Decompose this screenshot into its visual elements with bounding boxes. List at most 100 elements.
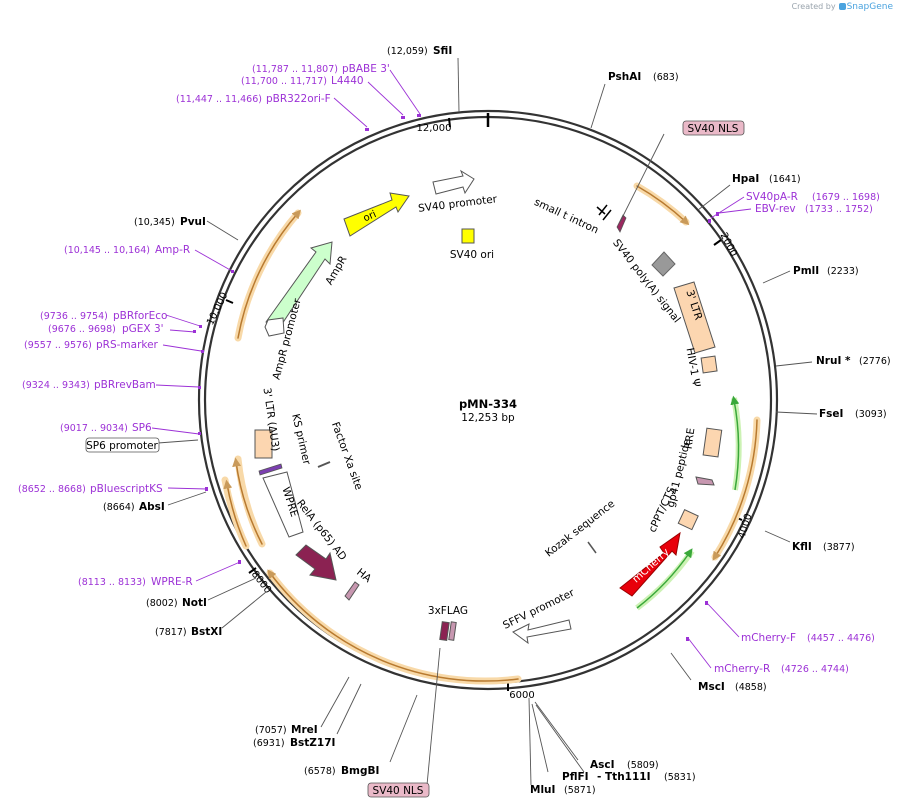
primer-name[interactable]: L4440 bbox=[331, 75, 364, 87]
boxed-labels: SV40 NLS SV40 NLS SP6 promoter bbox=[85, 120, 745, 798]
sv40-nls-box-bottom[interactable] bbox=[367, 782, 430, 798]
enzyme-pos: (2776) bbox=[859, 356, 891, 367]
primer-pos: (8652 .. 8668) bbox=[18, 484, 86, 495]
cppt-cts-box[interactable] bbox=[677, 509, 699, 531]
enzyme-name[interactable]: BstXI bbox=[191, 626, 222, 638]
credit-prefix: Created by bbox=[791, 2, 836, 11]
backbone-outer bbox=[197, 109, 779, 691]
factor-xa-marker bbox=[317, 461, 331, 468]
ha-box[interactable] bbox=[344, 581, 360, 601]
enzyme-name[interactable]: BmgBI bbox=[341, 765, 379, 777]
enzyme-pos: (7057) bbox=[255, 725, 287, 736]
primer-name[interactable]: WPRE-R bbox=[151, 576, 193, 588]
plasmid-size: 12,253 bp bbox=[461, 412, 515, 424]
small-t-intron-marker bbox=[596, 204, 612, 221]
flag-box-2 bbox=[448, 621, 457, 641]
enzyme-pos: (12,059) bbox=[387, 46, 428, 57]
enzyme-name[interactable]: SfiI bbox=[433, 45, 452, 57]
feature-label: small t intron bbox=[532, 196, 600, 236]
feature-label: HA bbox=[354, 566, 374, 585]
green-arcs bbox=[635, 395, 742, 611]
rela-arrow[interactable] bbox=[295, 544, 337, 581]
ltr-du3-box[interactable] bbox=[254, 429, 273, 459]
primer-labels: (11,787 .. 11,807) pBABE 3' (11,700 .. 1… bbox=[18, 63, 880, 675]
enzyme-name[interactable]: PflFI bbox=[562, 771, 589, 783]
enzyme-name[interactable]: AbsI bbox=[139, 501, 165, 513]
primer-name[interactable]: mCherry-F bbox=[741, 632, 796, 644]
primer-name[interactable]: pBABE 3' bbox=[342, 63, 390, 75]
enzyme-name[interactable]: PshAI bbox=[608, 71, 641, 83]
ampr-arrow[interactable] bbox=[265, 241, 333, 331]
feature-label: KS primer bbox=[289, 413, 312, 467]
primer-name[interactable]: SV40pA-R bbox=[746, 191, 798, 203]
mcherry-arrow[interactable] bbox=[619, 531, 681, 597]
sv40-ori-box[interactable] bbox=[461, 228, 475, 244]
enzyme-name[interactable]: AscI bbox=[590, 759, 615, 771]
feature-label: SV40 poly(A) signal bbox=[610, 237, 683, 325]
wpre-box[interactable] bbox=[262, 471, 304, 538]
sv40-nls-box-top[interactable] bbox=[682, 120, 745, 136]
enzyme-name[interactable]: NruI * bbox=[816, 355, 851, 367]
sffv-promoter-arrow[interactable] bbox=[512, 619, 572, 645]
enzyme-name[interactable]: NotI bbox=[182, 597, 207, 609]
hiv1-psi-box[interactable] bbox=[700, 355, 718, 374]
enzyme-pos: (3877) bbox=[823, 542, 855, 553]
primer-name[interactable]: pBRrevBam bbox=[94, 379, 156, 391]
feature-label: ori bbox=[362, 209, 378, 224]
gp41-peptide-box[interactable] bbox=[695, 476, 715, 486]
enzyme-pos: (7817) bbox=[155, 627, 187, 638]
primer-pos: (8113 .. 8133) bbox=[78, 577, 146, 588]
enzyme-name[interactable]: HpaI bbox=[732, 173, 759, 185]
primer-pos: (1733 .. 1752) bbox=[805, 204, 873, 215]
enzyme-name[interactable]: KflI bbox=[792, 541, 812, 553]
feature-label: RRE bbox=[683, 427, 698, 450]
ampr-promoter-arrow[interactable] bbox=[264, 317, 285, 337]
primer-name[interactable]: pBR322ori-F bbox=[266, 93, 331, 105]
primer-pos: (9676 .. 9698) bbox=[48, 324, 116, 335]
primer-name[interactable]: mCherry-R bbox=[714, 663, 770, 675]
plasmid-name: pMN-334 bbox=[459, 397, 517, 411]
primer-name[interactable]: Amp-R bbox=[155, 244, 190, 256]
boxed-label: SP6 promoter bbox=[86, 440, 158, 452]
primer-name[interactable]: pBluescriptKS bbox=[90, 483, 163, 495]
enzyme-pos: (5831) bbox=[664, 772, 696, 783]
tick-label: 12,000 bbox=[417, 123, 452, 134]
primer-name[interactable]: pGEX 3' bbox=[122, 323, 164, 335]
enzyme-pos: (10,345) bbox=[134, 217, 175, 228]
enzyme-name[interactable]: MreI bbox=[291, 724, 318, 736]
boxed-label: SV40 NLS bbox=[688, 123, 739, 135]
enzyme-pos: (683) bbox=[653, 72, 679, 83]
primer-name[interactable]: pBRforEco bbox=[113, 310, 167, 322]
primer-pos: (9736 .. 9754) bbox=[40, 311, 108, 322]
enzyme-pos: (5871) bbox=[564, 785, 596, 796]
enzyme-name[interactable]: PvuI bbox=[180, 216, 206, 228]
flag-box[interactable] bbox=[439, 621, 450, 642]
tick-label: 10,000 bbox=[205, 291, 230, 327]
boxed-label: SV40 NLS bbox=[373, 785, 424, 797]
sv40-polya-box[interactable] bbox=[651, 251, 676, 277]
enzyme-name[interactable]: FseI bbox=[819, 408, 843, 420]
primer-pos: (11,447 .. 11,466) bbox=[176, 94, 262, 105]
primer-name[interactable]: SP6 bbox=[132, 422, 152, 434]
kozak-marker bbox=[587, 541, 597, 554]
enzyme-name[interactable]: MluI bbox=[530, 784, 555, 796]
enzyme-name[interactable]: PmlI bbox=[793, 265, 819, 277]
feature-label: cPPT/CTS bbox=[647, 485, 679, 535]
feature-label: HIV-1 Ψ bbox=[684, 347, 703, 388]
enzyme-name[interactable]: MscI bbox=[698, 681, 725, 693]
ori-arrow[interactable] bbox=[343, 192, 410, 237]
enzyme-name[interactable]: BstZ17I bbox=[290, 737, 335, 749]
primer-pos: (9017 .. 9034) bbox=[60, 423, 128, 434]
enzyme-name[interactable]: - Tth111I bbox=[597, 771, 651, 783]
tick-label: 2000 bbox=[718, 231, 739, 259]
ltr-3-box[interactable] bbox=[673, 281, 716, 354]
primer-name[interactable]: EBV-rev bbox=[755, 203, 796, 215]
enzyme-pos: (6578) bbox=[304, 766, 336, 777]
sv40-promoter-arrow[interactable] bbox=[432, 169, 475, 195]
primer-name[interactable]: pRS-marker bbox=[96, 339, 159, 351]
rre-box[interactable] bbox=[702, 427, 723, 458]
sp6-promoter-box[interactable] bbox=[85, 437, 160, 453]
feature-label: SV40 promoter bbox=[418, 193, 499, 215]
enzyme-pos: (1641) bbox=[769, 174, 801, 185]
